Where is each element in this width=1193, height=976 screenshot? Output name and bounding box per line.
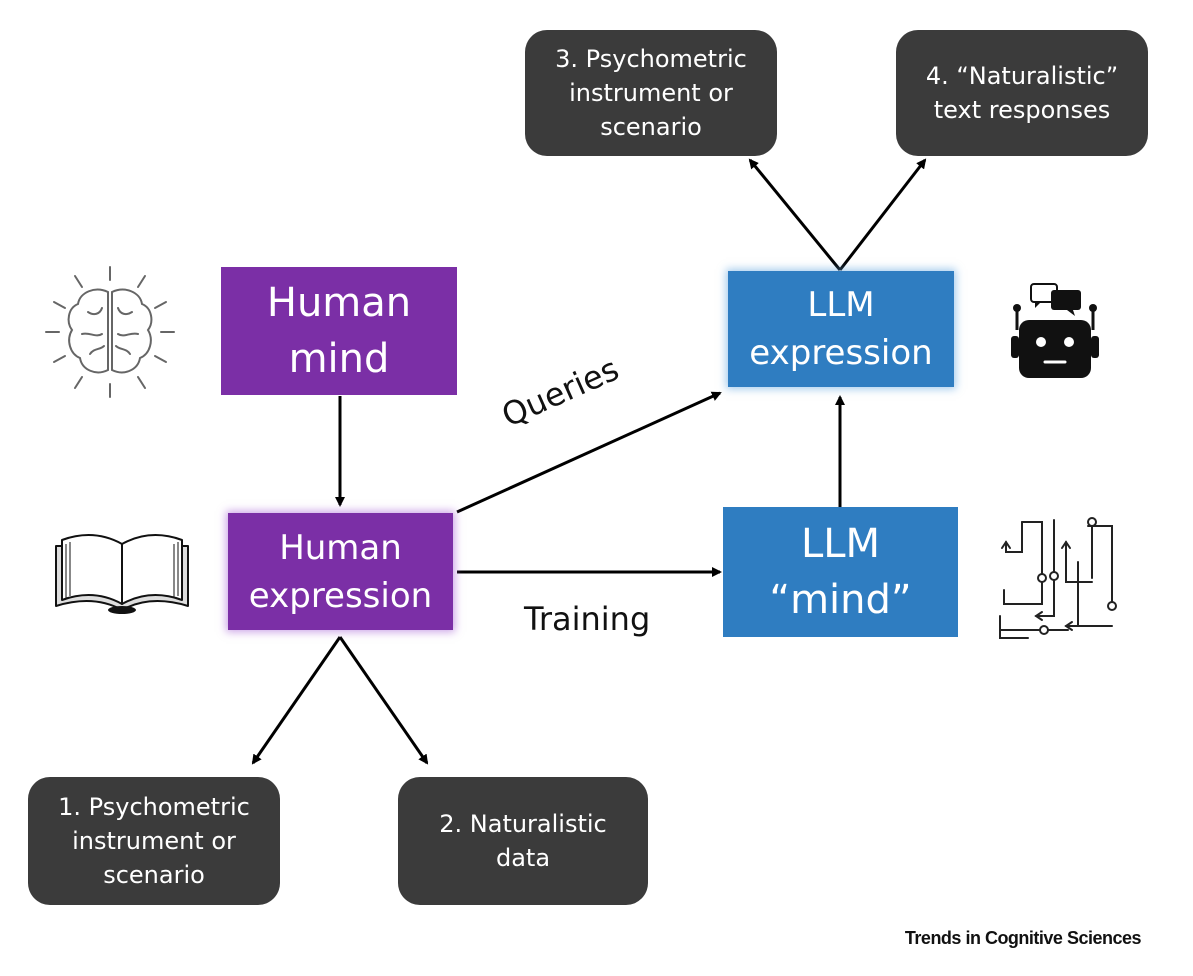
output-box-2-label: 2. Naturalistic data — [439, 810, 607, 872]
book-icon — [55, 534, 189, 614]
human-mind-label: Human mind — [266, 280, 412, 382]
llm-mind-label: LLM “mind” — [769, 521, 912, 623]
arrow-to-box4 — [838, 158, 927, 271]
llm-mind-node: LLM “mind” — [723, 507, 958, 637]
output-box-1-label: 1. Psychometric instrument or scenario — [58, 793, 250, 889]
output-box-3: 3. Psychometric instrument or scenario — [525, 30, 777, 156]
credit-text: Trends in Cognitive Sciences — [904, 928, 1142, 948]
output-box-4-label: 4. “Naturalistic” text responses — [925, 62, 1119, 124]
llm-expression-label: LLM expression — [749, 285, 933, 373]
arrow-queries — [456, 391, 722, 514]
output-box-1: 1. Psychometric instrument or scenario — [28, 777, 280, 905]
arrow-to-box2 — [338, 636, 429, 765]
output-box-3-label: 3. Psychometric instrument or scenario — [555, 45, 747, 141]
human-expression-label: Human expression — [248, 527, 433, 616]
output-box-2: 2. Naturalistic data — [398, 777, 648, 905]
training-label: Training — [524, 600, 651, 638]
human-mind-node: Human mind — [221, 267, 457, 395]
human-expression-node: Human expression — [228, 513, 453, 630]
robot-icon — [1011, 283, 1099, 378]
arrow-to-box1 — [251, 636, 342, 765]
llm-expression-node: LLM expression — [728, 271, 954, 387]
output-box-4: 4. “Naturalistic” text responses — [896, 30, 1148, 156]
circuit-icon — [999, 517, 1117, 639]
arrow-to-box3 — [748, 158, 842, 271]
brain-icon — [45, 266, 175, 398]
